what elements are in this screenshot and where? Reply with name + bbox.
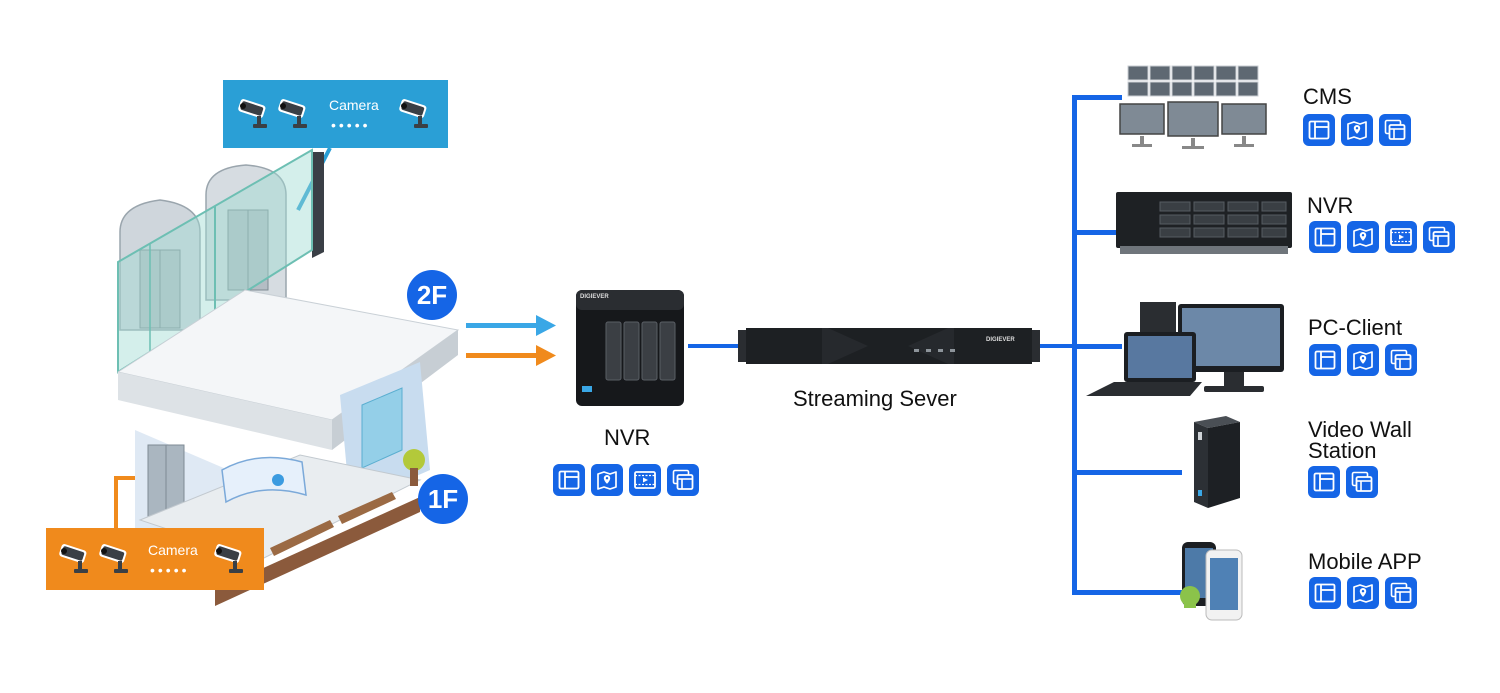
branch-cms (1072, 95, 1122, 100)
map-icon (591, 464, 623, 496)
layout-icon (1303, 114, 1335, 146)
camera-icon (275, 96, 315, 132)
branch-nvr (1072, 230, 1122, 235)
layout-icon (1309, 577, 1341, 609)
multiwindow-icon (1385, 577, 1417, 609)
pc-client-feature-icons (1309, 344, 1417, 376)
streaming-server-label: Streaming Sever (793, 386, 957, 411)
branch-video-wall (1072, 470, 1182, 475)
camera-icon (211, 541, 251, 577)
floor-badge-2f: 2F (407, 270, 457, 320)
pc-client-device (1086, 302, 1286, 400)
floor-badge-1f: 1F (418, 474, 468, 524)
map-icon (1341, 114, 1373, 146)
camera-icon (96, 541, 136, 577)
nvr-feature-icons (553, 464, 699, 496)
cms-device (1118, 64, 1268, 150)
nvr-client-feature-icons (1309, 221, 1455, 253)
client-label-video-wall-line2: Station (1308, 438, 1377, 463)
branch-pc-client (1072, 344, 1122, 349)
client-label-mobile-app: Mobile APP (1308, 549, 1422, 574)
multiwindow-icon (1346, 466, 1378, 498)
client-label-nvr: NVR (1307, 193, 1354, 218)
link-nvr-server (688, 344, 740, 348)
server-brand: DIGIEVER (986, 337, 1015, 343)
map-icon (1347, 577, 1379, 609)
mobile-feature-icons (1309, 577, 1417, 609)
camera-icon (235, 96, 275, 132)
layout-icon (1308, 466, 1340, 498)
map-icon (1347, 344, 1379, 376)
camera-ellipsis: ••••• (150, 562, 190, 578)
multiwindow-icon (1379, 114, 1411, 146)
mobile-device (1176, 540, 1252, 624)
client-label-pc-client: PC-Client (1308, 315, 1403, 340)
playback-icon (629, 464, 661, 496)
multiwindow-icon (1385, 344, 1417, 376)
blue-arrow (466, 315, 556, 336)
playback-icon (1385, 221, 1417, 253)
cms-feature-icons (1303, 114, 1411, 146)
camera-group-top: Camera ••••• (223, 80, 448, 148)
client-label-cms: CMS (1303, 84, 1352, 109)
camera-group-bottom: Camera ••••• (46, 528, 264, 590)
branch-mobile (1072, 590, 1182, 595)
multiwindow-icon (1423, 221, 1455, 253)
camera-icon (56, 541, 96, 577)
multiwindow-icon (667, 464, 699, 496)
camera-icon (396, 96, 436, 132)
nvr-label: NVR (604, 425, 651, 450)
nvr-device: DIGIEVER (574, 286, 688, 408)
nvr-brand: DIGIEVER (580, 294, 609, 300)
camera-ellipsis: ••••• (331, 117, 371, 133)
layout-icon (1309, 344, 1341, 376)
streaming-server-device: DIGIEVER (738, 328, 1040, 366)
building-illustration (0, 0, 480, 688)
map-icon (1347, 221, 1379, 253)
layout-icon (553, 464, 585, 496)
client-label-video-wall-line1: Video Wall (1308, 417, 1412, 442)
nvr-rack-device (1116, 188, 1292, 260)
orange-arrow (466, 345, 556, 366)
stream-arrows (466, 315, 556, 366)
link-server-bus (1040, 344, 1080, 348)
camera-label: Camera (148, 542, 198, 558)
layout-icon (1309, 221, 1341, 253)
video-wall-station-device (1186, 416, 1244, 512)
camera-label: Camera (329, 97, 379, 113)
video-wall-feature-icons (1308, 466, 1378, 498)
